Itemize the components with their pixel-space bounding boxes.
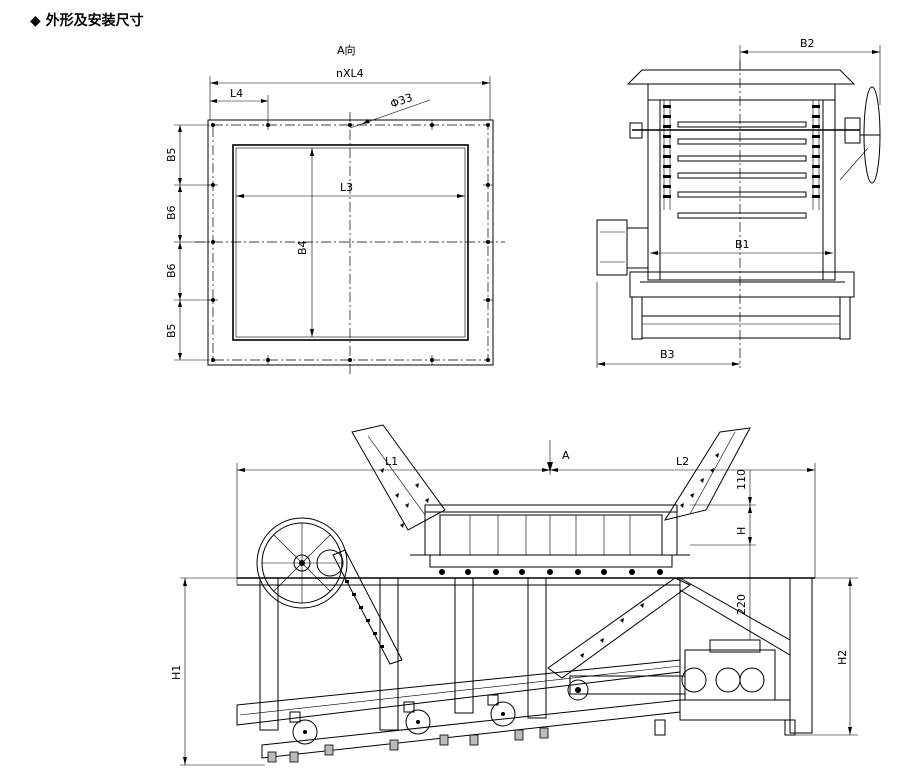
h-label: H: [735, 527, 748, 535]
nxl4-label: nXL4: [336, 67, 364, 80]
h2-label: H2: [836, 650, 849, 665]
b5-top-label: B5: [165, 147, 178, 162]
front-elevation: A L1 L2: [170, 424, 858, 766]
b5-bot-label: B5: [165, 323, 178, 338]
l2-label: L2: [676, 455, 689, 468]
a-arrow-label: A: [562, 449, 570, 462]
a-view-plan: A向 nXL4 L4 Φ33: [165, 43, 505, 375]
end-view: B2: [596, 37, 881, 368]
a-view-label: A向: [337, 43, 356, 57]
b1-label: B1: [735, 238, 750, 251]
l4-label: L4: [230, 87, 243, 100]
b4-label: B4: [296, 240, 309, 255]
d110-label: 110: [735, 469, 748, 490]
l1-label: L1: [385, 455, 398, 468]
b6-bot-label: B6: [165, 263, 178, 278]
d220-label: 220: [735, 594, 748, 615]
l3-label: L3: [340, 181, 353, 194]
h1-label: H1: [170, 665, 183, 680]
b2-label: B2: [800, 37, 815, 50]
b3-label: B3: [660, 348, 675, 361]
section-heading: ◆ 外形及安装尺寸: [30, 13, 144, 29]
phi33-label: Φ33: [389, 91, 415, 111]
b6-top-label: B6: [165, 205, 178, 220]
